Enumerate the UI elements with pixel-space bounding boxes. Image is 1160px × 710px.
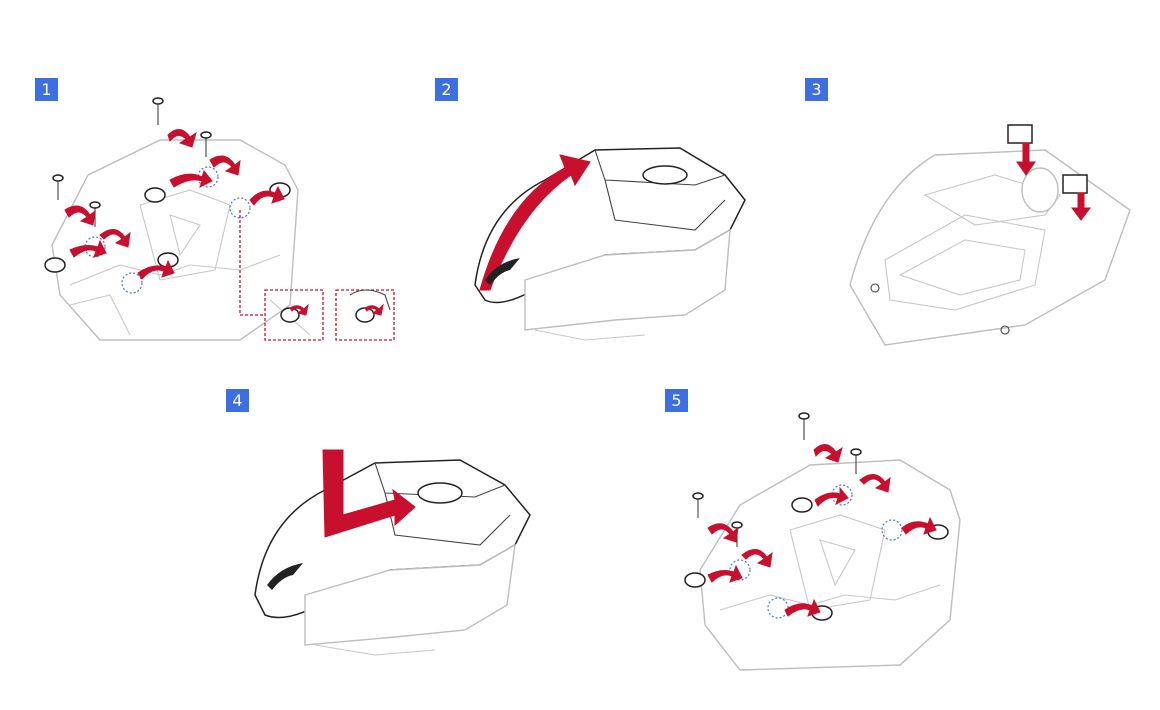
rotate-arrow-icon bbox=[249, 185, 285, 206]
mouse-body-lower bbox=[304, 543, 516, 646]
mouse-foot bbox=[144, 187, 166, 203]
screw-hole-marker bbox=[121, 272, 143, 294]
battery-pack bbox=[898, 239, 1026, 296]
step-badge-5: 5 bbox=[665, 389, 688, 412]
rotate-arrow-icon bbox=[859, 474, 891, 493]
screw-hole-marker bbox=[197, 166, 219, 188]
mouse-foot bbox=[791, 497, 813, 513]
panel-step-5 bbox=[680, 410, 970, 675]
screw-hole-marker bbox=[729, 559, 751, 581]
base-vent bbox=[69, 294, 131, 336]
switch-icon bbox=[1007, 124, 1033, 144]
screw-icon bbox=[798, 412, 810, 440]
screw-hole-detail bbox=[355, 307, 375, 323]
step-badge-1: 1 bbox=[35, 78, 58, 101]
rotate-arrow-icon bbox=[707, 564, 743, 583]
base-detail-line bbox=[69, 254, 281, 286]
rotate-arrow-icon bbox=[364, 303, 384, 316]
screw-hole bbox=[870, 283, 880, 293]
insert-arrow-icon bbox=[1071, 192, 1091, 221]
screw-hole-marker bbox=[831, 484, 853, 506]
step-badge-4: 4 bbox=[226, 389, 249, 412]
screw-icon bbox=[850, 448, 862, 474]
detail-line bbox=[349, 289, 391, 311]
mouse-base-outline bbox=[699, 459, 961, 671]
detail-box-2 bbox=[335, 289, 395, 341]
screw-icon bbox=[152, 97, 164, 125]
scroll-wheel bbox=[417, 482, 463, 504]
screw-hole-marker bbox=[229, 197, 251, 219]
rotate-arrow-icon bbox=[99, 229, 131, 248]
attach-arrow-icon bbox=[322, 449, 416, 538]
rotate-arrow-icon bbox=[289, 303, 309, 316]
mouse-body-lower bbox=[524, 228, 731, 331]
rog-emblem bbox=[169, 214, 201, 257]
mouse-base-outline bbox=[51, 139, 299, 341]
step-badge-3: 3 bbox=[805, 78, 828, 101]
rotate-arrow-icon bbox=[813, 444, 843, 463]
mouse-underside-diagram bbox=[44, 97, 395, 341]
panel-step-2 bbox=[465, 140, 755, 345]
switch-icon bbox=[1062, 174, 1088, 194]
cover-edge bbox=[604, 179, 726, 231]
mouse-body-edge bbox=[314, 644, 436, 656]
panel-step-4 bbox=[245, 445, 535, 660]
rotate-arrow-icon bbox=[741, 549, 773, 568]
screw-hole-marker bbox=[881, 519, 903, 541]
rotate-arrow-icon bbox=[901, 516, 937, 535]
cover-edge bbox=[594, 149, 726, 186]
insert-arrow-icon bbox=[1016, 142, 1036, 176]
screw-hole bbox=[1000, 325, 1010, 335]
screw-hole-marker bbox=[84, 236, 106, 258]
rog-logo-icon bbox=[485, 258, 520, 285]
mouse-lift-cover-diagram bbox=[474, 147, 746, 341]
rotate-arrow-icon bbox=[707, 523, 739, 543]
rog-emblem bbox=[819, 539, 856, 587]
base-detail-line bbox=[719, 584, 941, 611]
rotate-arrow-icon bbox=[814, 486, 849, 507]
rotate-arrow-icon bbox=[137, 259, 175, 280]
mouse-shell-open bbox=[849, 149, 1131, 346]
mouse-body-edge bbox=[534, 329, 646, 341]
mouse-foot bbox=[44, 257, 66, 273]
screw-icon bbox=[200, 131, 212, 157]
rotate-arrow-icon bbox=[167, 129, 197, 148]
screw-icon bbox=[89, 201, 101, 227]
scroll-wheel bbox=[642, 165, 688, 185]
panel-step-1 bbox=[40, 95, 400, 350]
mouse-attach-cover-diagram bbox=[254, 449, 531, 656]
mouse-underside-install-diagram bbox=[684, 412, 961, 671]
rotate-arrow-icon bbox=[169, 169, 213, 188]
scroll-wheel bbox=[1021, 167, 1059, 213]
panel-step-3 bbox=[845, 120, 1135, 350]
step-badge-2: 2 bbox=[435, 78, 458, 101]
detail-box-1 bbox=[264, 289, 324, 341]
battery-bay bbox=[884, 214, 1046, 311]
mouse-internals-diagram bbox=[849, 124, 1131, 346]
rog-panel bbox=[789, 514, 886, 611]
rotate-arrow-icon bbox=[64, 205, 96, 226]
rog-logo-icon bbox=[267, 563, 303, 590]
screw-hole-detail bbox=[280, 307, 300, 323]
screw-icon bbox=[52, 174, 64, 200]
rotate-arrow-icon bbox=[784, 598, 821, 617]
callout-leader bbox=[239, 210, 265, 316]
screw-icon bbox=[692, 492, 704, 518]
rotate-arrow-icon bbox=[209, 155, 241, 176]
rotate-arrow-icon bbox=[69, 239, 107, 258]
mouse-foot bbox=[684, 572, 706, 588]
